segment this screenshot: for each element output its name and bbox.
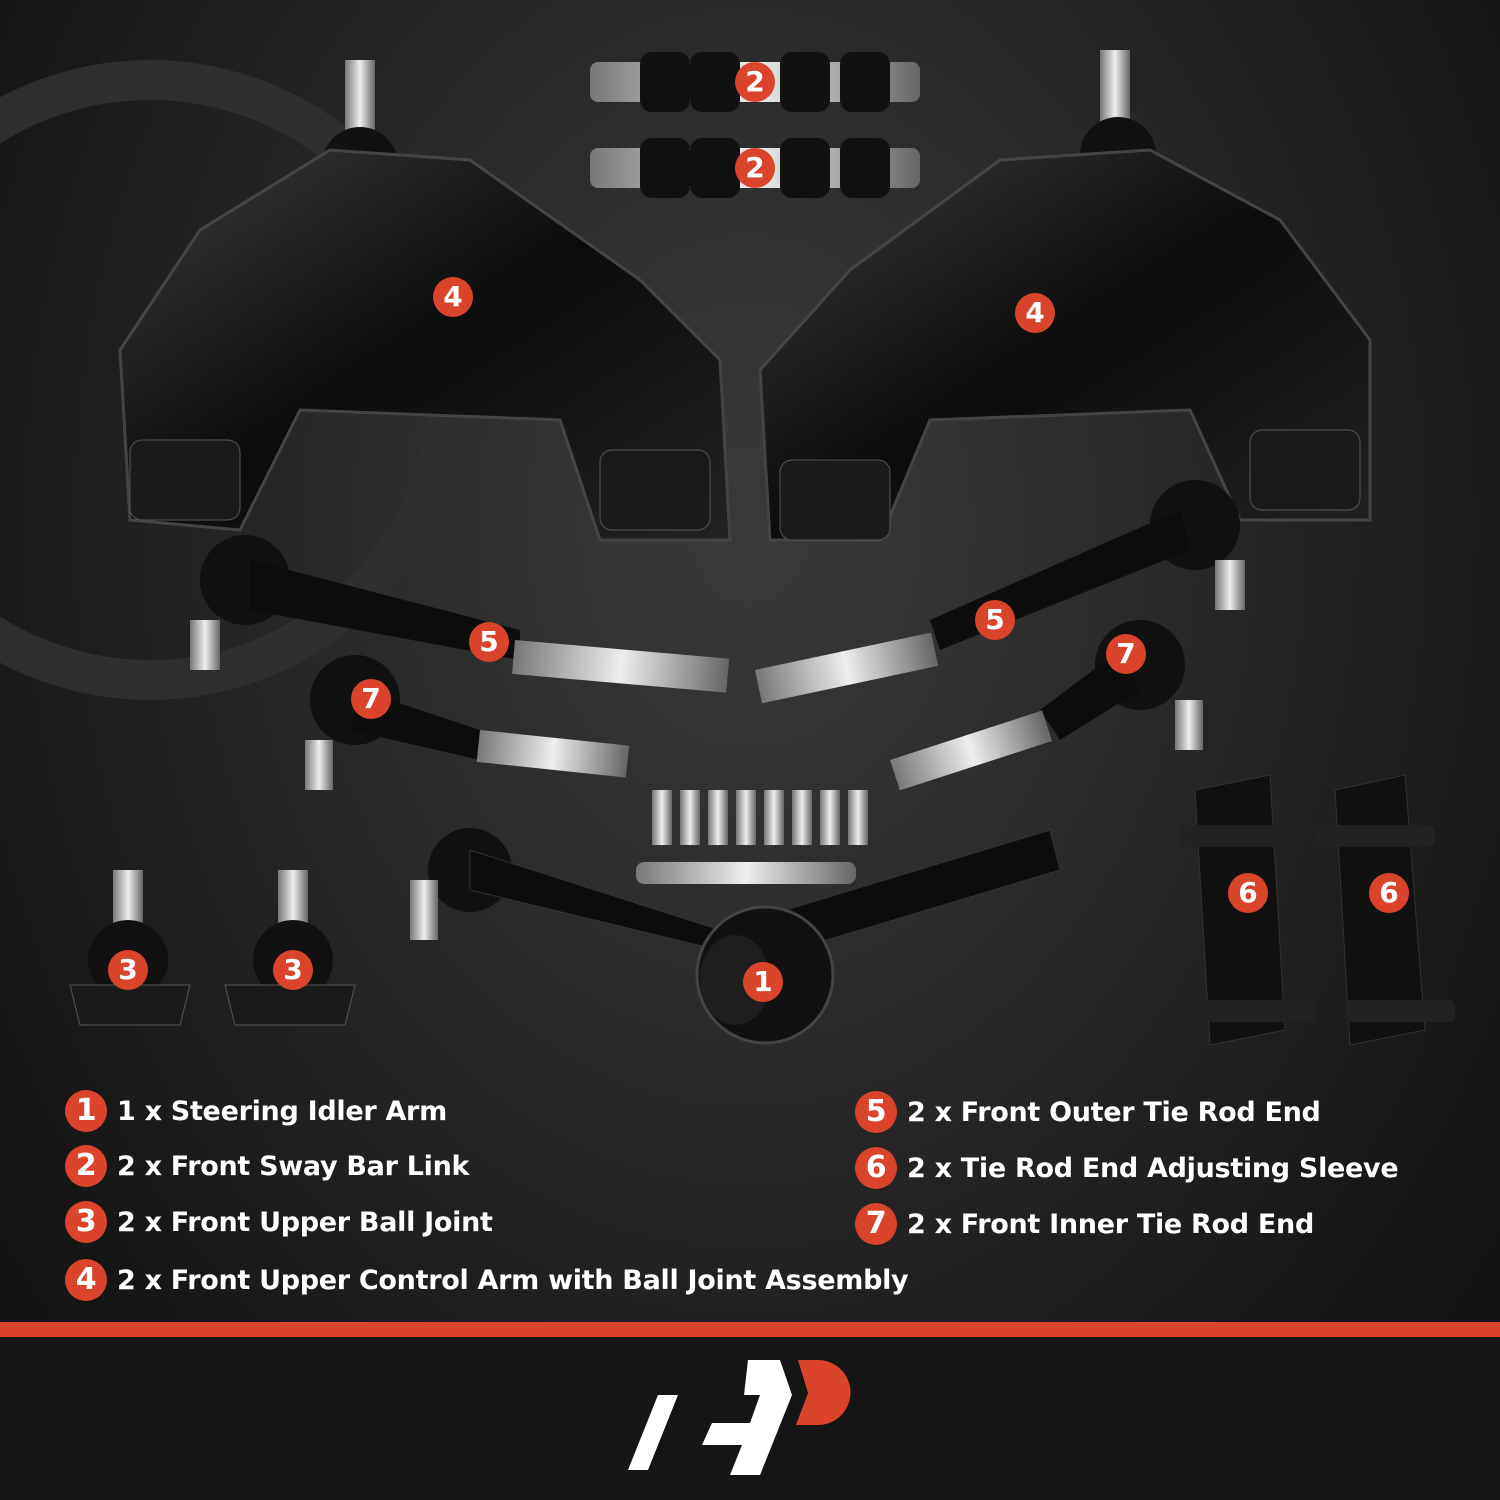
legend-label: 2 x Front Sway Bar Link: [117, 1150, 470, 1182]
ball-joint: [69, 870, 191, 1026]
accent-stripe: [0, 1322, 1500, 1337]
legend-number: 4: [65, 1259, 107, 1301]
legend-item: 2 2 x Front Sway Bar Link: [65, 1145, 469, 1187]
legend-number: 5: [855, 1091, 897, 1133]
sway-bar-link: [590, 138, 920, 198]
outer-tie-rod-left: [190, 535, 730, 693]
legend-label: 1 x Steering Idler Arm: [117, 1095, 447, 1127]
callout-badge: 5: [975, 600, 1015, 640]
callout-badge: 2: [735, 62, 775, 102]
callout-badge: 1: [743, 962, 783, 1002]
steering-idler-arm: [410, 828, 1061, 1045]
legend-item: 3 2 x Front Upper Ball Joint: [65, 1201, 493, 1243]
legend-number: 7: [855, 1203, 897, 1245]
legend-item: 6 2 x Tie Rod End Adjusting Sleeve: [855, 1147, 1399, 1189]
callout-badge: 6: [1228, 873, 1268, 913]
callout-badge: 7: [1106, 634, 1146, 674]
product-parts-illustration: [0, 50, 1455, 1046]
legend-label: 2 x Tie Rod End Adjusting Sleeve: [907, 1152, 1399, 1184]
callout-badge: 4: [1015, 293, 1055, 333]
legend-item: 5 2 x Front Outer Tie Rod End: [855, 1091, 1321, 1133]
inner-tie-rod-right: [890, 620, 1203, 791]
legend-number: 1: [65, 1090, 107, 1132]
callout-badge: 5: [469, 622, 509, 662]
callout-badge: 2: [735, 148, 775, 188]
upper-control-arm-right: [758, 50, 1372, 542]
legend-item: 7 2 x Front Inner Tie Rod End: [855, 1203, 1314, 1245]
legend-item: 1 1 x Steering Idler Arm: [65, 1090, 447, 1132]
legend-number: 3: [65, 1201, 107, 1243]
legend-label: 2 x Front Upper Control Arm with Ball Jo…: [117, 1264, 909, 1296]
legend-number: 6: [855, 1147, 897, 1189]
callout-badge: 3: [108, 950, 148, 990]
ball-joint: [224, 870, 356, 1026]
callout-badge: 7: [351, 679, 391, 719]
callout-badge: 6: [1369, 873, 1409, 913]
legend-number: 2: [65, 1145, 107, 1187]
legend-label: 2 x Front Outer Tie Rod End: [907, 1096, 1321, 1128]
legend-label: 2 x Front Inner Tie Rod End: [907, 1208, 1314, 1240]
legend-item: 4 2 x Front Upper Control Arm with Ball …: [65, 1259, 909, 1301]
brand-logo: [628, 1360, 851, 1475]
callout-badge: 3: [273, 950, 313, 990]
bolt-hardware: [636, 790, 868, 884]
callout-badge: 4: [433, 277, 473, 317]
legend-label: 2 x Front Upper Ball Joint: [117, 1206, 493, 1238]
upper-control-arm-left: [118, 60, 732, 542]
